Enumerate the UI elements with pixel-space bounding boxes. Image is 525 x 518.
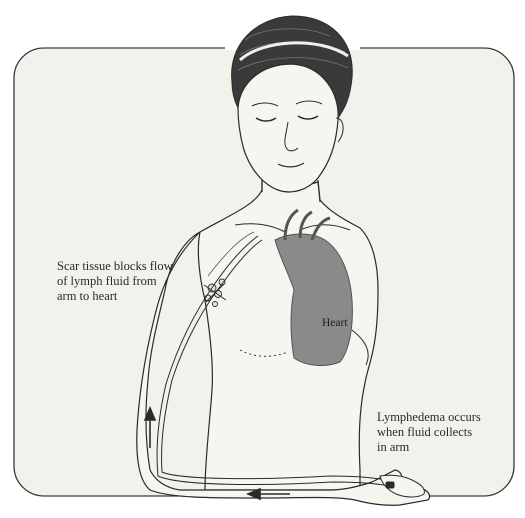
scar-label-line-3: arm to heart	[57, 289, 173, 304]
lymph-label-line-1: Lymphedema occurs	[377, 410, 481, 425]
lymphedema-label: Lymphedema occurs when fluid collects in…	[377, 410, 481, 455]
scar-label-line-1: Scar tissue blocks flow	[57, 259, 173, 274]
scar-tissue-label: Scar tissue blocks flow of lymph fluid f…	[57, 259, 173, 304]
heart-label: Heart	[322, 317, 348, 329]
lymph-label-line-2: when fluid collects	[377, 425, 481, 440]
lymph-label-line-3: in arm	[377, 440, 481, 455]
scar-label-line-2: of lymph fluid from	[57, 274, 173, 289]
